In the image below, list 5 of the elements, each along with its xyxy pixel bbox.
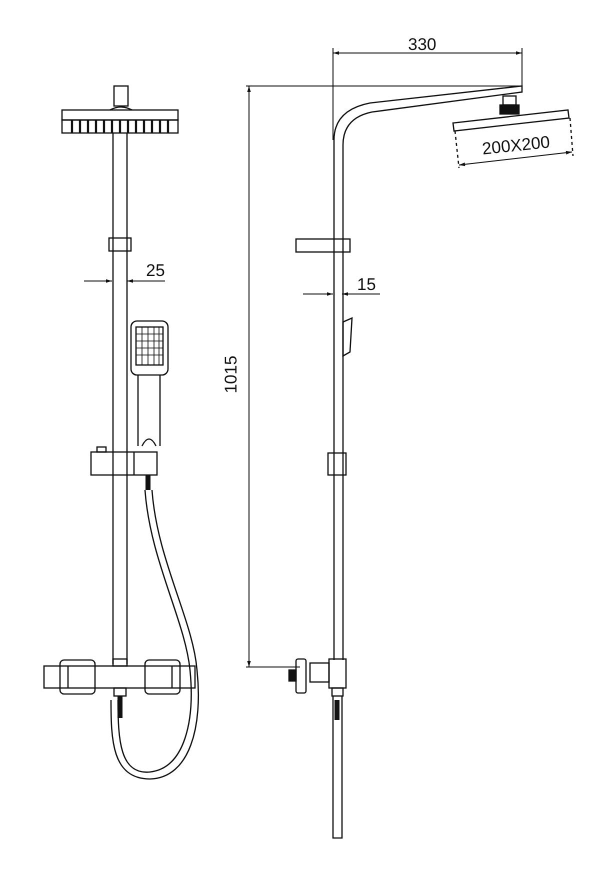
- dimension-label: 15: [357, 276, 376, 293]
- dimension-label: 200X200: [481, 134, 551, 158]
- dimension-label: 1015: [222, 356, 240, 394]
- dimension-label: 330: [408, 36, 436, 53]
- dimension-label: 25: [146, 262, 165, 279]
